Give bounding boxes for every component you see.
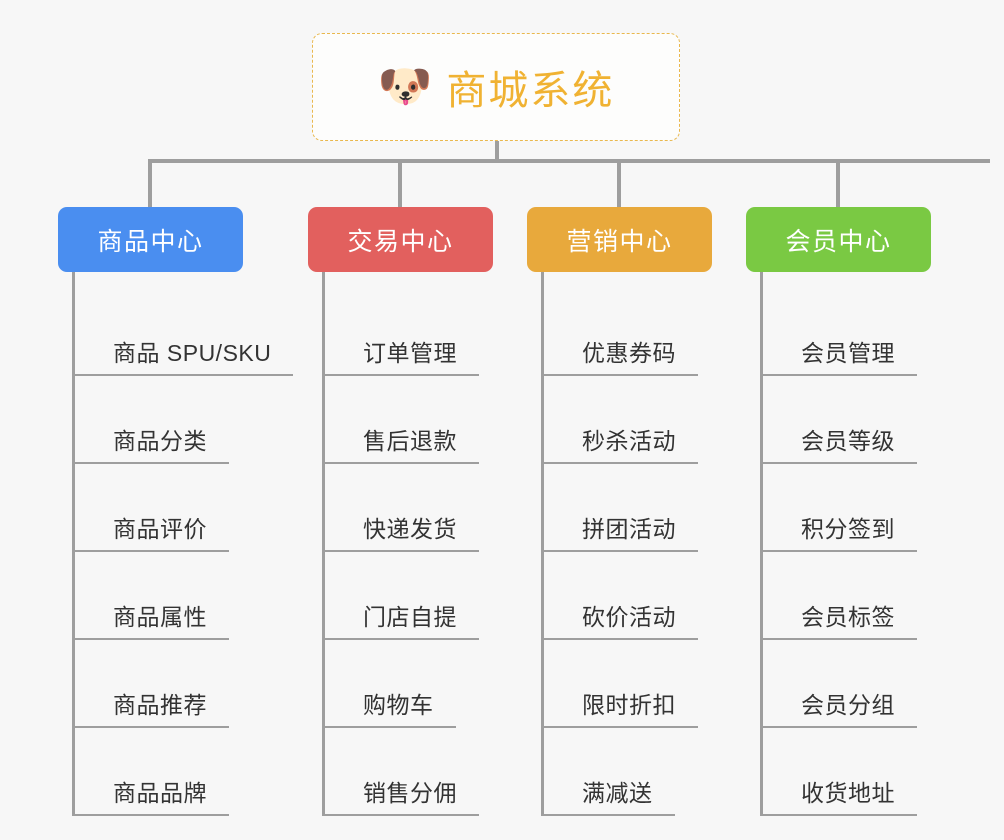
leaf-underline: 售后退款 <box>325 422 479 464</box>
leaf-node-label: 限时折扣 <box>582 692 676 718</box>
leaf-node[interactable]: 商品评价 <box>75 464 229 552</box>
leaf-node[interactable]: 优惠券码 <box>544 288 698 376</box>
leaf-underline: 收货地址 <box>763 774 917 816</box>
leaf-node[interactable]: 会员分组 <box>763 640 917 728</box>
leaf-node-label: 会员等级 <box>801 428 895 454</box>
leaf-node-label: 积分签到 <box>801 516 895 542</box>
leaf-underline: 快递发货 <box>325 510 479 552</box>
leaf-node[interactable]: 购物车 <box>325 640 456 728</box>
leaf-node[interactable]: 销售分佣 <box>325 728 479 816</box>
leaf-underline: 商品分类 <box>75 422 229 464</box>
leaf-node-label: 商品评价 <box>113 516 207 542</box>
branch-trunk-line <box>760 272 763 816</box>
leaf-underline: 商品评价 <box>75 510 229 552</box>
leaf-node[interactable]: 积分签到 <box>763 464 917 552</box>
leaf-underline: 会员分组 <box>763 686 917 728</box>
leaf-underline: 会员管理 <box>763 334 917 376</box>
leaf-node-label: 优惠券码 <box>582 340 676 366</box>
leaf-underline: 订单管理 <box>325 334 479 376</box>
leaf-node-label: 会员分组 <box>801 692 895 718</box>
leaf-node[interactable]: 商品分类 <box>75 376 229 464</box>
category-node-label: 营销中心 <box>566 227 673 256</box>
leaf-node-label: 商品属性 <box>113 604 207 630</box>
leaf-node[interactable]: 会员等级 <box>763 376 917 464</box>
dog-face-icon: 🐶 <box>377 62 433 111</box>
leaf-node[interactable]: 售后退款 <box>325 376 479 464</box>
leaf-underline: 购物车 <box>325 686 456 728</box>
leaf-underline: 优惠券码 <box>544 334 698 376</box>
leaf-node-label: 秒杀活动 <box>582 428 676 454</box>
leaf-node-label: 售后退款 <box>363 428 457 454</box>
leaf-node-label: 门店自提 <box>363 604 457 630</box>
leaf-node-label: 会员管理 <box>801 340 895 366</box>
leaf-node[interactable]: 门店自提 <box>325 552 479 640</box>
leaf-node[interactable]: 拼团活动 <box>544 464 698 552</box>
leaf-underline: 门店自提 <box>325 598 479 640</box>
root-node[interactable]: 🐶 商城系统 <box>312 33 680 141</box>
leaf-underline: 会员等级 <box>763 422 917 464</box>
branch-trunk-line <box>541 272 544 816</box>
category-node-3[interactable]: 营销中心 <box>527 207 712 272</box>
leaf-underline: 砍价活动 <box>544 598 698 640</box>
leaf-node-label: 订单管理 <box>363 340 457 366</box>
leaf-node-label: 商品推荐 <box>113 692 207 718</box>
leaf-node-label: 购物车 <box>363 692 434 718</box>
leaf-node[interactable]: 商品推荐 <box>75 640 229 728</box>
category-node-label: 商品中心 <box>97 227 204 256</box>
leaf-node[interactable]: 秒杀活动 <box>544 376 698 464</box>
leaf-node[interactable]: 商品 SPU/SKU <box>75 288 294 376</box>
leaf-node-label: 会员标签 <box>801 604 895 630</box>
connector-drop <box>836 161 840 209</box>
leaf-node-label: 砍价活动 <box>582 604 676 630</box>
branch-trunk-line <box>72 272 75 816</box>
leaf-node[interactable]: 限时折扣 <box>544 640 698 728</box>
leaf-node[interactable]: 商品属性 <box>75 552 229 640</box>
leaf-node-label: 收货地址 <box>801 780 895 806</box>
leaf-node[interactable]: 快递发货 <box>325 464 479 552</box>
category-node-4[interactable]: 会员中心 <box>746 207 931 272</box>
category-node-label: 会员中心 <box>785 227 892 256</box>
leaf-underline: 商品品牌 <box>75 774 229 816</box>
leaf-node-label: 快递发货 <box>363 516 457 542</box>
leaf-node-label: 商品品牌 <box>113 780 207 806</box>
connector-root-stem <box>495 141 499 163</box>
branch-trunk-line <box>322 272 325 816</box>
leaf-node[interactable]: 会员管理 <box>763 288 917 376</box>
leaf-node[interactable]: 收货地址 <box>763 728 917 816</box>
leaf-node[interactable]: 会员标签 <box>763 552 917 640</box>
leaf-underline: 销售分佣 <box>325 774 479 816</box>
leaf-node[interactable]: 满减送 <box>544 728 675 816</box>
leaf-node-label: 拼团活动 <box>582 516 676 542</box>
leaf-node[interactable]: 商品品牌 <box>75 728 229 816</box>
leaf-underline: 商品推荐 <box>75 686 229 728</box>
leaf-node-label: 销售分佣 <box>363 780 457 806</box>
connector-drop <box>617 161 621 209</box>
connector-horizontal-bus <box>148 159 990 163</box>
leaf-node[interactable]: 订单管理 <box>325 288 479 376</box>
leaf-underline: 限时折扣 <box>544 686 698 728</box>
connector-drop <box>398 161 402 209</box>
leaf-node-label: 商品 SPU/SKU <box>113 340 272 366</box>
leaf-underline: 拼团活动 <box>544 510 698 552</box>
category-node-label: 交易中心 <box>347 227 454 256</box>
leaf-underline: 满减送 <box>544 774 675 816</box>
leaf-underline: 商品 SPU/SKU <box>75 334 294 376</box>
leaf-underline: 商品属性 <box>75 598 229 640</box>
category-node-2[interactable]: 交易中心 <box>308 207 493 272</box>
leaf-underline: 秒杀活动 <box>544 422 698 464</box>
leaf-node-label: 商品分类 <box>113 428 207 454</box>
root-node-title: 商城系统 <box>446 69 615 113</box>
leaf-node[interactable]: 砍价活动 <box>544 552 698 640</box>
leaf-node-label: 满减送 <box>582 780 653 806</box>
connector-drop <box>148 161 152 209</box>
leaf-underline: 积分签到 <box>763 510 917 552</box>
category-node-1[interactable]: 商品中心 <box>58 207 243 272</box>
leaf-underline: 会员标签 <box>763 598 917 640</box>
